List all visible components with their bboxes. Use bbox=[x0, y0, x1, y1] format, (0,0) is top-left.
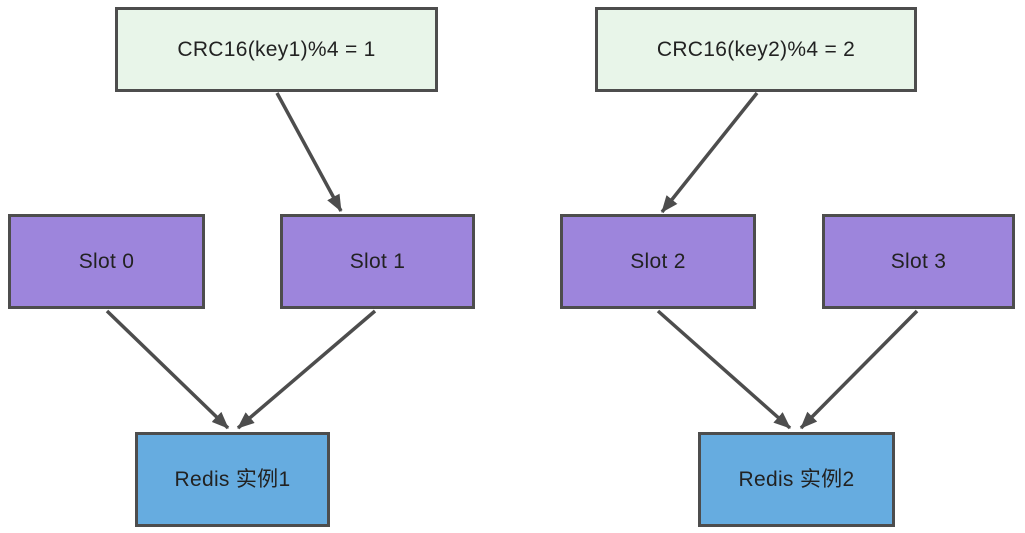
node-slot-2-label: Slot 2 bbox=[630, 249, 686, 273]
edge-crc1-slot1 bbox=[275, 92, 343, 212]
edge-slot0-redis1 bbox=[105, 309, 230, 430]
node-slot-1-label: Slot 1 bbox=[349, 249, 406, 273]
node-crc16-key1-label: CRC16(key1)%4 = 1 bbox=[177, 37, 376, 61]
node-crc16-key2-label: CRC16(key2)%4 = 2 bbox=[656, 37, 856, 61]
edge-slot2-redis2 bbox=[656, 309, 792, 430]
node-redis-instance-2-label: Redis 实例2 bbox=[738, 467, 855, 491]
node-crc16-key2: CRC16(key2)%4 = 2 bbox=[595, 7, 917, 92]
node-slot-0-label: Slot 0 bbox=[78, 249, 135, 273]
node-slot-1: Slot 1 bbox=[280, 214, 475, 309]
edge-crc2-slot2 bbox=[660, 91, 759, 214]
edge-slot1-redis1 bbox=[236, 309, 377, 430]
node-slot-2: Slot 2 bbox=[560, 214, 756, 309]
edge-slot3-redis2 bbox=[799, 309, 919, 430]
node-redis-instance-2: Redis 实例2 bbox=[698, 432, 895, 527]
node-slot-0: Slot 0 bbox=[8, 214, 205, 309]
node-redis-instance-1: Redis 实例1 bbox=[135, 432, 330, 527]
node-slot-3: Slot 3 bbox=[822, 214, 1015, 309]
node-crc16-key1: CRC16(key1)%4 = 1 bbox=[115, 7, 438, 92]
node-redis-instance-1-label: Redis 实例1 bbox=[174, 467, 291, 491]
node-slot-3-label: Slot 3 bbox=[890, 249, 947, 273]
